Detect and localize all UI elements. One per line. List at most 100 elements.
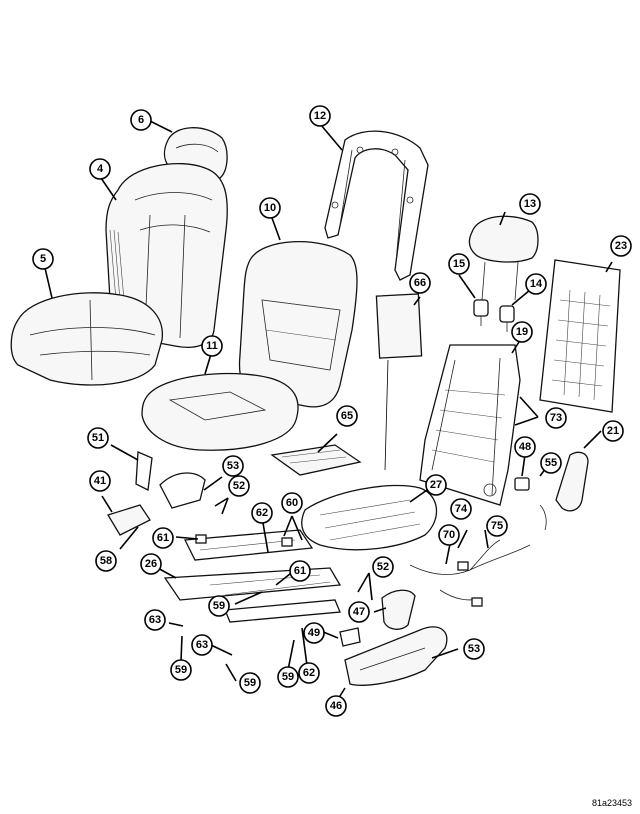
svg-text:4: 4 bbox=[97, 163, 104, 175]
seat-cushion-pan-part bbox=[301, 484, 438, 551]
figure-reference-code: 81a23453 bbox=[591, 798, 632, 808]
svg-text:23: 23 bbox=[615, 240, 627, 252]
belt-and-side-shield-parts bbox=[107, 451, 206, 536]
callout-59-left: 59 bbox=[170, 659, 192, 681]
callout-6: 6 bbox=[130, 109, 152, 131]
svg-text:63: 63 bbox=[196, 639, 208, 651]
callout-15: 15 bbox=[448, 253, 470, 275]
svg-text:14: 14 bbox=[530, 278, 543, 290]
callout-75: 75 bbox=[486, 515, 508, 537]
headrest-guides-part bbox=[473, 299, 515, 332]
callout-51: 51 bbox=[87, 427, 109, 449]
svg-text:61: 61 bbox=[294, 565, 306, 577]
callout-12: 12 bbox=[309, 105, 331, 127]
callout-52-upper: 52 bbox=[228, 475, 250, 497]
svg-text:6: 6 bbox=[138, 114, 144, 126]
svg-text:41: 41 bbox=[94, 475, 106, 487]
callout-11: 11 bbox=[201, 335, 223, 357]
seat-heater-pad-part bbox=[270, 444, 362, 476]
callout-59-right: 59 bbox=[277, 666, 299, 688]
svg-text:58: 58 bbox=[100, 555, 112, 567]
callout-21: 21 bbox=[602, 420, 624, 442]
svg-text:61: 61 bbox=[157, 532, 169, 544]
seat-cushion-foam-part bbox=[141, 372, 299, 451]
callout-60: 60 bbox=[281, 492, 303, 514]
callout-19: 19 bbox=[511, 321, 533, 343]
svg-text:47: 47 bbox=[353, 606, 365, 618]
callout-59-mid: 59 bbox=[208, 595, 230, 617]
svg-text:75: 75 bbox=[491, 520, 503, 532]
svg-text:65: 65 bbox=[341, 410, 353, 422]
svg-text:46: 46 bbox=[330, 700, 342, 712]
callout-62-lower: 62 bbox=[298, 662, 320, 684]
seat-track-assembly-part bbox=[163, 529, 342, 623]
callout-4: 4 bbox=[89, 158, 111, 180]
svg-text:53: 53 bbox=[227, 460, 239, 472]
connector-parts bbox=[514, 477, 547, 531]
svg-text:59: 59 bbox=[213, 600, 225, 612]
svg-text:15: 15 bbox=[453, 258, 465, 270]
svg-text:49: 49 bbox=[308, 627, 320, 639]
callout-13: 13 bbox=[519, 193, 541, 215]
svg-text:27: 27 bbox=[430, 479, 442, 491]
seat-back-pad-part bbox=[375, 293, 423, 471]
callout-63-upper: 63 bbox=[144, 609, 166, 631]
callout-26: 26 bbox=[140, 553, 162, 575]
svg-text:73: 73 bbox=[550, 412, 562, 424]
svg-text:55: 55 bbox=[545, 457, 557, 469]
callout-65: 65 bbox=[336, 405, 358, 427]
callout-14: 14 bbox=[525, 273, 547, 295]
callout-55: 55 bbox=[540, 452, 562, 474]
svg-text:59: 59 bbox=[175, 664, 187, 676]
callout-63-lower: 63 bbox=[191, 634, 213, 656]
callout-27: 27 bbox=[425, 474, 447, 496]
callout-53-upper: 53 bbox=[222, 455, 244, 477]
callout-49: 49 bbox=[303, 622, 325, 644]
svg-text:62: 62 bbox=[256, 507, 268, 519]
callout-58: 58 bbox=[95, 550, 117, 572]
callout-62-upper: 62 bbox=[251, 502, 273, 524]
callout-53-lower: 53 bbox=[463, 638, 485, 660]
svg-text:52: 52 bbox=[233, 480, 245, 492]
svg-text:19: 19 bbox=[516, 326, 528, 338]
svg-text:21: 21 bbox=[607, 425, 619, 437]
callout-73: 73 bbox=[545, 407, 567, 429]
headrest-part bbox=[468, 215, 539, 301]
seat-side-shield-part bbox=[344, 626, 448, 686]
callout-61-lower: 61 bbox=[289, 560, 311, 582]
seat-back-panel-part bbox=[539, 259, 621, 413]
callout-70: 70 bbox=[438, 524, 460, 546]
svg-text:59: 59 bbox=[282, 671, 294, 683]
svg-text:62: 62 bbox=[303, 667, 315, 679]
svg-text:60: 60 bbox=[286, 497, 298, 509]
svg-text:59: 59 bbox=[244, 677, 256, 689]
callout-46: 46 bbox=[325, 695, 347, 717]
callout-47: 47 bbox=[348, 601, 370, 623]
svg-text:12: 12 bbox=[314, 110, 326, 122]
callout-23: 23 bbox=[610, 235, 632, 257]
seat-back-frame-part bbox=[324, 130, 429, 281]
callout-10: 10 bbox=[259, 197, 281, 219]
side-trim-panel-part bbox=[555, 451, 589, 512]
svg-text:10: 10 bbox=[264, 202, 276, 214]
callout-5: 5 bbox=[32, 248, 54, 270]
wiring-harness-part bbox=[409, 539, 531, 607]
svg-text:11: 11 bbox=[206, 340, 218, 352]
svg-text:51: 51 bbox=[92, 432, 104, 444]
svg-text:63: 63 bbox=[149, 614, 161, 626]
callout-48: 48 bbox=[514, 436, 536, 458]
svg-text:48: 48 bbox=[519, 441, 531, 453]
svg-text:52: 52 bbox=[377, 561, 389, 573]
bracket-part bbox=[339, 627, 361, 647]
svg-text:66: 66 bbox=[414, 277, 426, 289]
trim-cover-part bbox=[381, 589, 416, 630]
seat-back-frame-assembly-part bbox=[419, 344, 521, 506]
callout-59-bottom: 59 bbox=[239, 672, 261, 694]
svg-text:70: 70 bbox=[443, 529, 455, 541]
callout-61-upper: 61 bbox=[152, 527, 174, 549]
svg-text:5: 5 bbox=[40, 253, 46, 265]
seat-cushion-trim-part bbox=[10, 292, 163, 386]
callout-52-lower: 52 bbox=[372, 556, 394, 578]
callout-66: 66 bbox=[409, 272, 431, 294]
